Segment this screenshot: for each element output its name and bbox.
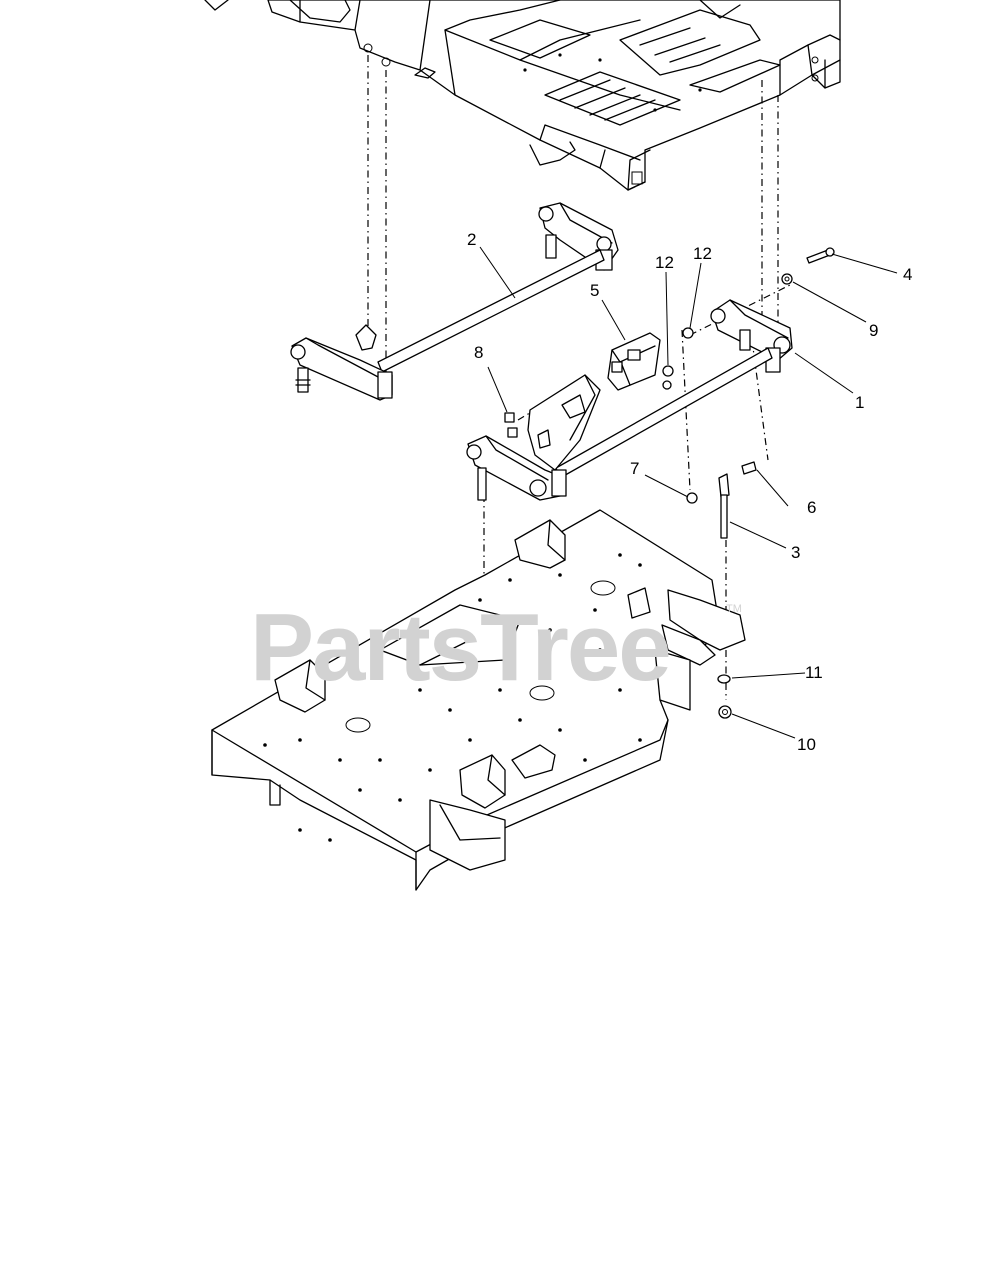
callout-11: 11 bbox=[805, 663, 823, 682]
callout-10: 10 bbox=[797, 735, 816, 754]
part-1-front-linkage bbox=[466, 299, 793, 501]
part-5-bracket bbox=[607, 332, 661, 391]
hardware bbox=[504, 247, 835, 719]
leader-lines bbox=[479, 246, 898, 739]
callout-6: 6 bbox=[807, 498, 816, 517]
callout-9: 9 bbox=[869, 321, 878, 340]
callout-labels: 1 2 3 4 5 6 7 8 9 10 11 12 12 bbox=[467, 230, 912, 754]
part-2-rear-linkage bbox=[290, 202, 619, 401]
callout-12a: 12 bbox=[655, 253, 674, 272]
callout-7: 7 bbox=[630, 459, 639, 478]
callout-5: 5 bbox=[590, 281, 599, 300]
watermark-text: PartsTree bbox=[250, 594, 670, 701]
watermark-trademark: TM bbox=[726, 603, 742, 615]
callout-4: 4 bbox=[903, 265, 912, 284]
callout-8: 8 bbox=[474, 343, 483, 362]
callout-1: 1 bbox=[855, 393, 864, 412]
upper-frame bbox=[204, 0, 841, 191]
watermark: PartsTree TM bbox=[250, 594, 742, 701]
callout-2: 2 bbox=[467, 230, 476, 249]
callout-3: 3 bbox=[791, 543, 800, 562]
mower-deck bbox=[211, 509, 746, 891]
callout-12b: 12 bbox=[693, 244, 712, 263]
